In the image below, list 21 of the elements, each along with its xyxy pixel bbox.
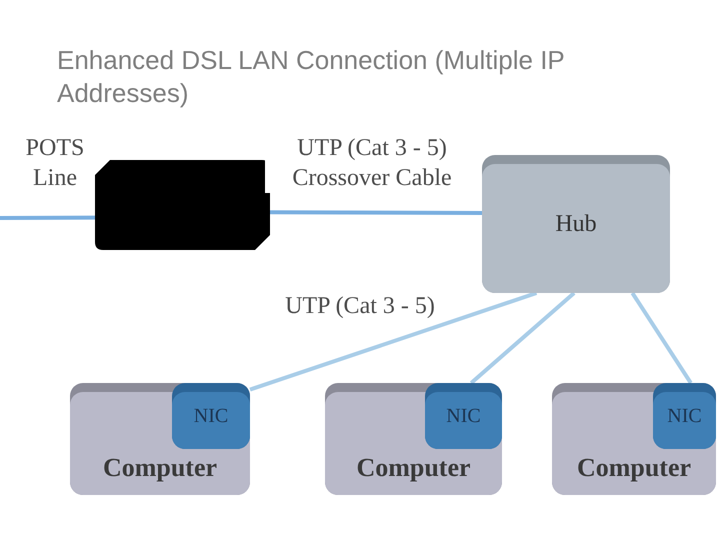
hub-label: Hub [555,211,597,239]
computer-label: Computer [102,453,218,483]
cable-line [630,292,692,384]
nic-box [425,383,502,449]
cable-line [0,216,95,220]
nic-box [172,383,250,449]
nic-box [653,383,716,449]
modem-box [95,160,270,250]
nic-label: NIC [446,405,481,428]
cable-line [470,292,576,384]
computer-label: Computer [356,453,471,483]
computer-box [552,383,716,495]
computer-label: Computer [576,453,692,483]
title: Enhanced DSL LAN Connection (Multiple IP Addresses) [57,44,566,110]
nic-label: NIC [667,405,702,428]
computer-box [325,383,502,495]
hub-box [482,155,670,293]
nic-label: NIC [194,405,228,428]
computer-box [70,383,250,495]
cable-line [270,210,482,215]
cable-line [249,291,538,392]
